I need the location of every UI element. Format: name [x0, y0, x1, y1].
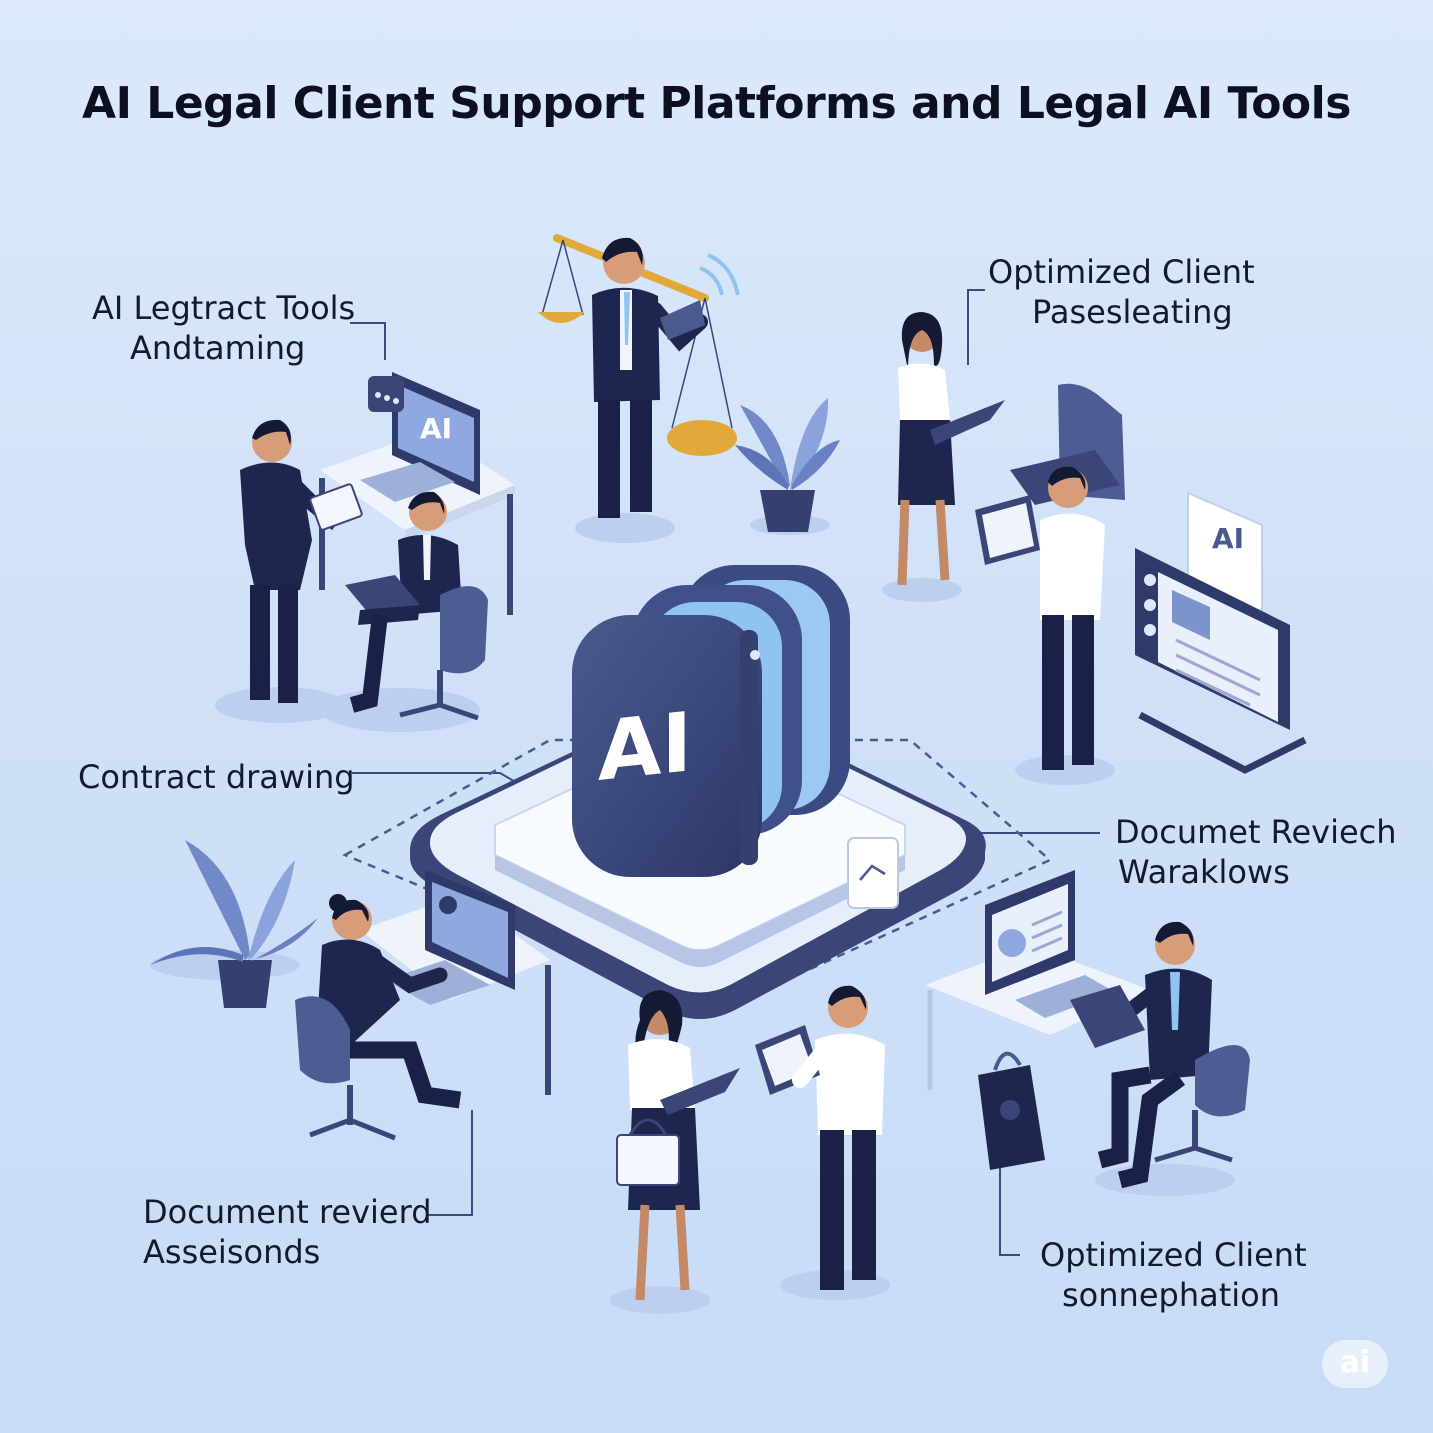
label-top-right-line-1: Optimized Client	[988, 253, 1255, 291]
label-bottom-left-line-2: Asseisonds	[143, 1233, 321, 1271]
label-mid-right-line-2: Waraklows	[1118, 853, 1290, 891]
plant-icon	[735, 398, 840, 535]
ai-cube-icon	[572, 565, 850, 877]
bottom-center-figures	[610, 985, 890, 1314]
label-bottom-left-line-1: Document revierd	[143, 1193, 432, 1231]
label-top-left: AI Legtract Tools Andtaming	[92, 288, 355, 368]
bottom-left-workstation	[150, 840, 551, 1141]
label-top-left-line-1: AI Legtract Tools	[92, 289, 356, 327]
label-mid-right: Documet Reviech Waraklows	[1115, 812, 1397, 892]
bottom-right-workstation	[925, 870, 1250, 1196]
label-bottom-left: Document revierd Asseisonds	[143, 1192, 432, 1272]
top-right-workstation	[882, 312, 1307, 785]
scales-figure	[538, 234, 740, 543]
label-bottom-right-line-1: Optimized Client	[1040, 1236, 1307, 1274]
label-mid-left: Contract drawing	[78, 757, 355, 797]
dashed-network	[342, 738, 1053, 1012]
label-bottom-right: Optimized Client sonnephation	[1040, 1235, 1307, 1315]
monitor-ai-label: AI	[420, 412, 453, 445]
label-top-right-line-2: Pasesleating	[1032, 293, 1233, 331]
label-mid-right-line-1: Documet Reviech	[1115, 813, 1397, 851]
document-icon	[847, 837, 899, 909]
label-bottom-right-line-2: sonnephation	[1062, 1276, 1280, 1314]
hub-ai-label: AI	[598, 695, 692, 800]
watermark-badge: ai	[1322, 1340, 1388, 1388]
label-top-left-line-2: Andtaming	[130, 329, 306, 367]
document-ai-label: AI	[1212, 522, 1245, 555]
top-left-workstation	[215, 372, 515, 732]
page-title: AI Legal Client Support Platforms and Le…	[82, 78, 1351, 129]
label-mid-left-line-1: Contract drawing	[78, 758, 355, 796]
label-top-right: Optimized Client Pasesleating	[988, 252, 1255, 332]
